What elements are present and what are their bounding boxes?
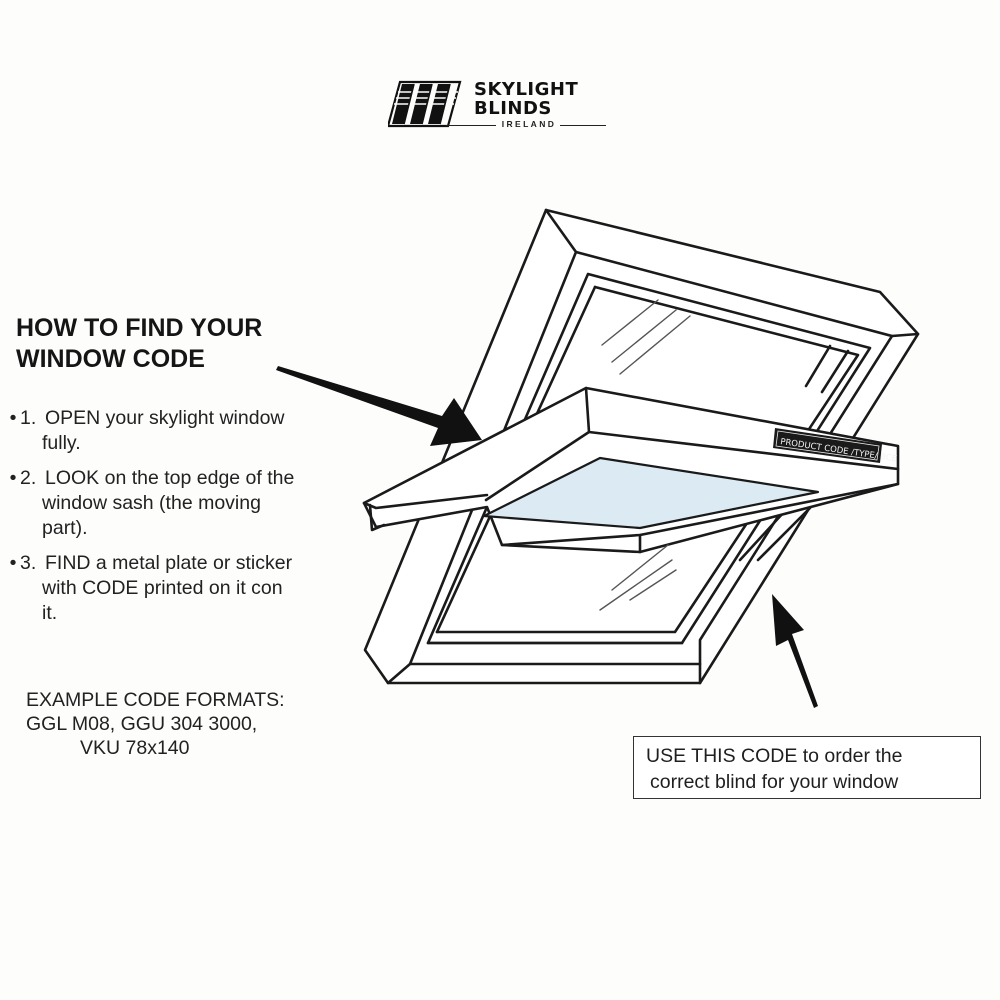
step-text-line: LOOK on the top edge of the <box>42 466 346 491</box>
example-line: GGL M08, GGU 304 3000, <box>26 713 258 735</box>
instruction-steps: • 1. OPEN your skylight window fully. • … <box>6 406 346 636</box>
step-item: • 2. LOOK on the top edge of the window … <box>6 466 346 541</box>
lower-glass-reflection <box>599 544 677 611</box>
skylight-logo-icon <box>388 80 462 128</box>
step-number: 1. <box>20 407 37 429</box>
example-line: VKU 78x140 <box>80 737 190 759</box>
step-item: • 1. OPEN your skylight window fully. <box>6 406 346 456</box>
step-bullet: • <box>9 552 17 574</box>
example-title: EXAMPLE CODE FORMATS: <box>26 689 285 711</box>
page-title-line2: WINDOW CODE <box>16 345 205 373</box>
step-text-line: with CODE printed on it con <box>42 577 283 599</box>
callout-line2: correct blind for your window <box>650 771 899 793</box>
step-text-line: it. <box>42 602 58 624</box>
step-text: FIND a metal plate or sticker <box>45 552 293 574</box>
step-number: 3. <box>20 552 37 574</box>
upper-glass-reflection <box>601 299 691 375</box>
step-text: LOOK on the top edge of the <box>45 467 295 489</box>
logo-word-blinds: BLINDS <box>474 98 552 119</box>
arrow-to-sash <box>276 366 482 446</box>
callout-line1: USE THIS CODE to order the <box>646 745 903 767</box>
logo-subline: IRELAND <box>446 119 606 131</box>
step-number: 2. <box>20 467 37 489</box>
product-code-plate: PRODUCT CODE /TYPE/ BCE <box>773 428 898 464</box>
arrow-to-plate <box>772 594 818 708</box>
logo-rule-left <box>446 125 496 127</box>
page-title: HOW TO FIND YOUR WINDOW CODE <box>16 313 262 375</box>
page-title-line1: HOW TO FIND YOUR <box>16 314 263 342</box>
step-item: • 3. FIND a metal plate or sticker with … <box>6 551 346 626</box>
step-text-line: OPEN your skylight window <box>42 406 346 431</box>
step-text-line: window sash (the moving <box>42 492 261 514</box>
step-text-line: FIND a metal plate or sticker <box>42 551 346 576</box>
logo-word-ireland: IRELAND <box>501 119 557 129</box>
logo-word-skylight: SKYLIGHT <box>474 79 579 100</box>
brand-logo: SKYLIGHT BLINDS IRELAND <box>388 80 608 130</box>
step-text-line: part). <box>42 517 88 539</box>
step-text-line: fully. <box>42 432 81 454</box>
example-code-formats: EXAMPLE CODE FORMATS: GGL M08, GGU 304 3… <box>26 688 285 760</box>
logo-rule-right <box>560 125 606 127</box>
step-bullet: • <box>9 467 17 489</box>
step-text: OPEN your skylight window <box>45 407 285 429</box>
step-bullet: • <box>9 407 17 429</box>
callout-box: USE THIS CODE to order the correct blind… <box>633 736 981 799</box>
sash-glass <box>482 456 820 530</box>
